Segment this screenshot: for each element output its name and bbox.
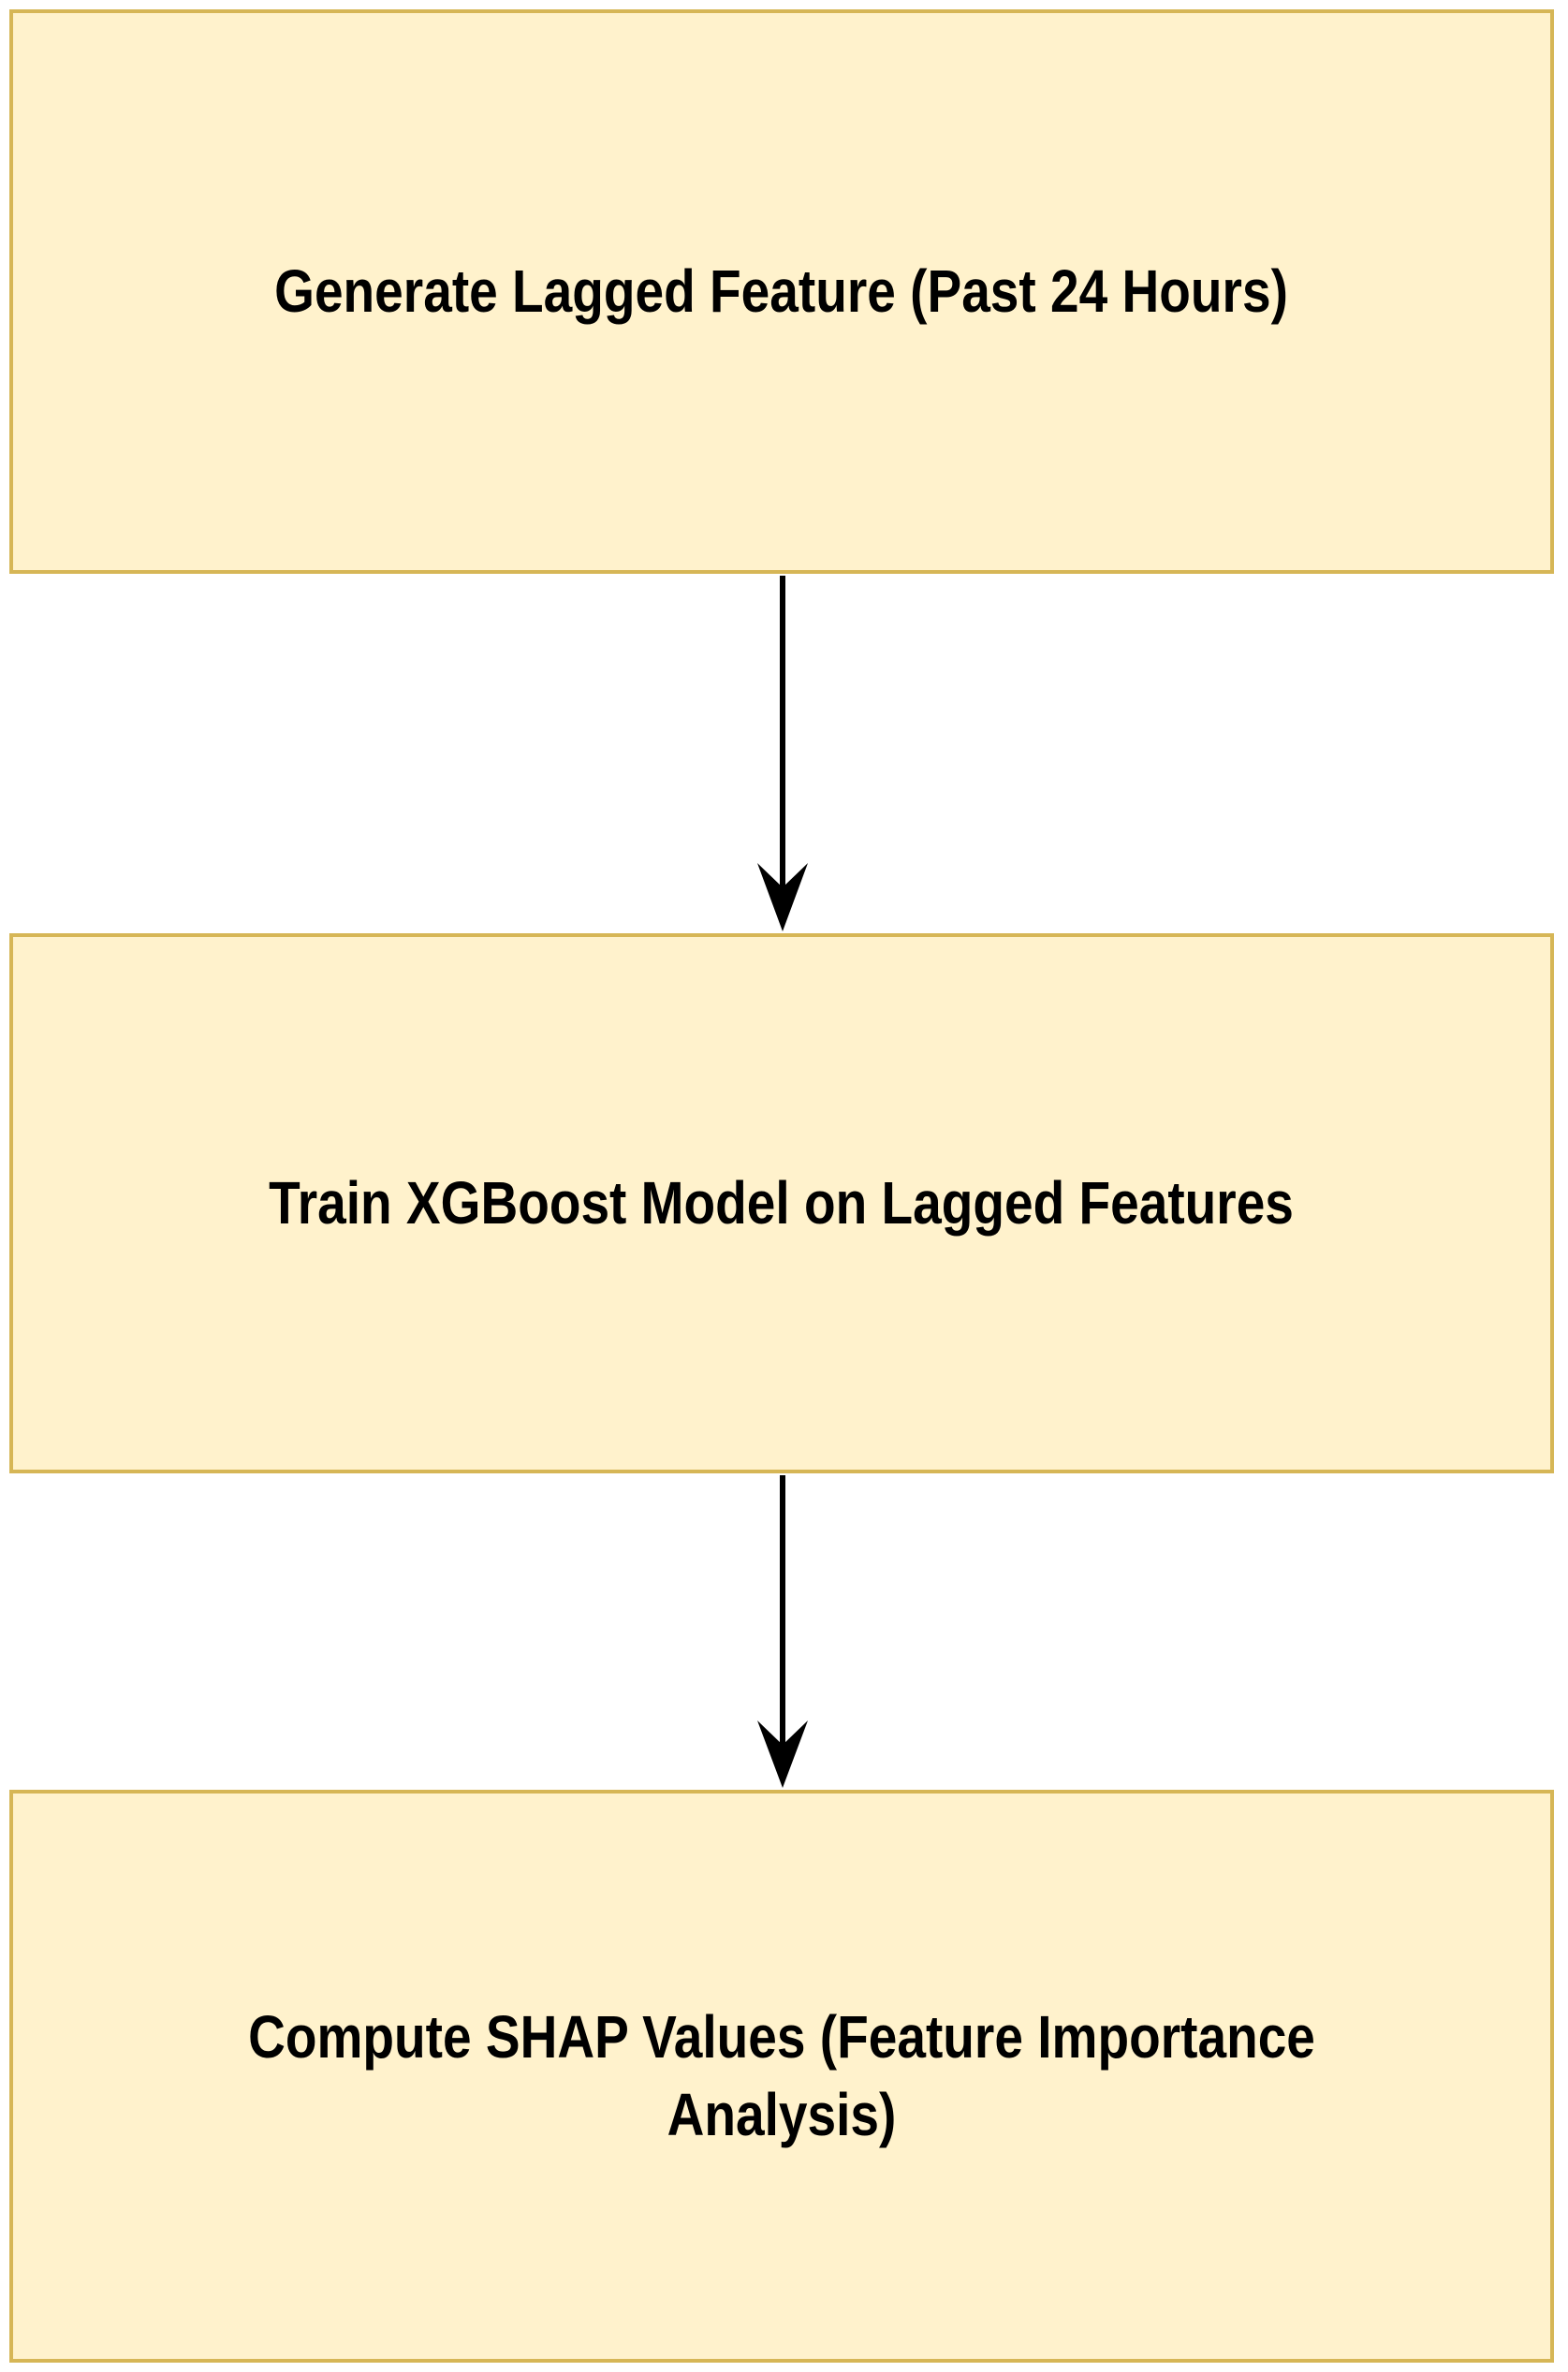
- flowchart-node-train-xgboost-model: Train XGBoost Model on Lagged Features: [9, 933, 1554, 1473]
- arrowhead-icon: [757, 1720, 808, 1788]
- edge-arrow-2: [757, 1475, 808, 1788]
- edge-arrow-1: [757, 576, 808, 931]
- arrowhead-icon: [757, 863, 808, 931]
- node-label: Train XGBoost Model on Lagged Features: [269, 1168, 1295, 1237]
- node-label: Generate Lagged Feature (Past 24 Hours): [274, 256, 1289, 325]
- node-label: Compute SHAP Values (Feature Importance …: [248, 2002, 1315, 2148]
- flowchart-node-compute-shap-values: Compute SHAP Values (Feature Importance …: [9, 1790, 1554, 2363]
- flowchart-node-generate-lagged-feature: Generate Lagged Feature (Past 24 Hours): [9, 9, 1554, 574]
